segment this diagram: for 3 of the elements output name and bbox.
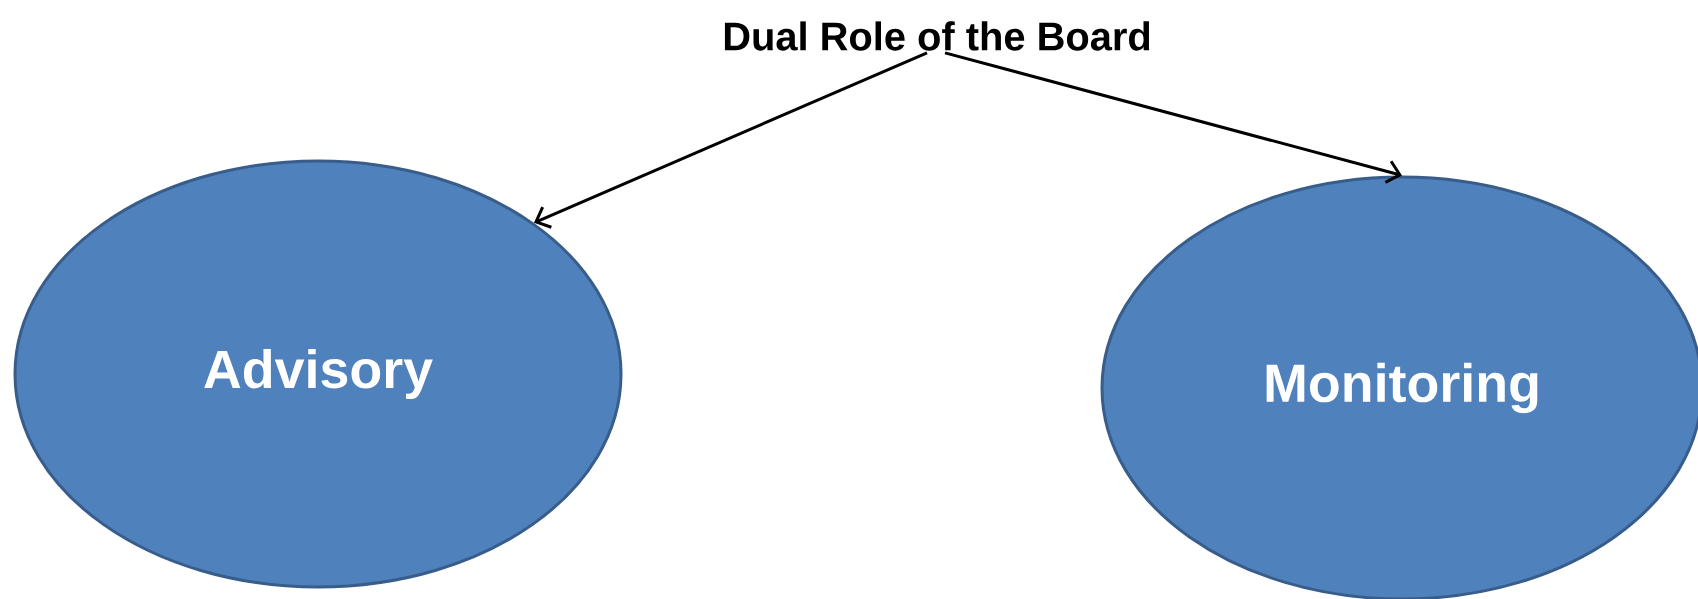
arrow <box>533 51 928 229</box>
arrow <box>944 51 1402 184</box>
title-text: Dual Role of the Board <box>724 21 1150 51</box>
